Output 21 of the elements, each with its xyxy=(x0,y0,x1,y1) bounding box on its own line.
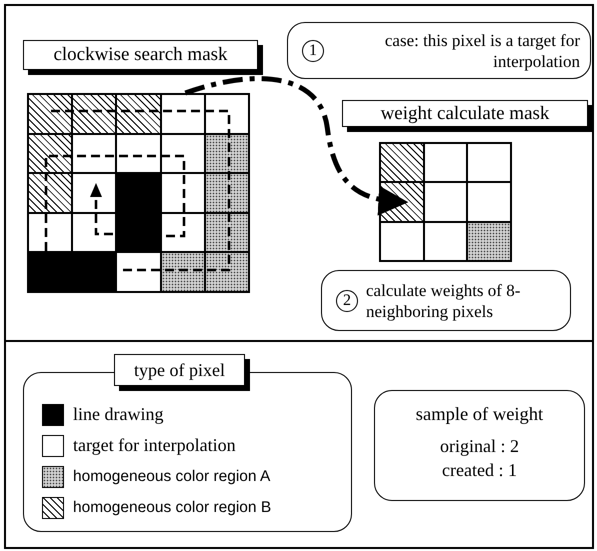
mask-title: clockwise search mask xyxy=(53,44,228,66)
step-text: calculate weights of 8-neighboring pixels xyxy=(366,280,522,322)
step-callout xyxy=(287,22,591,79)
legend-label: homogeneous color region B xyxy=(73,498,272,516)
step-number: 1 xyxy=(302,40,324,62)
pixel-cell xyxy=(424,182,468,222)
mask-title: weight calculate mask xyxy=(380,102,550,124)
step-number: 2 xyxy=(336,290,358,312)
legend-label: target for interpolation xyxy=(73,435,236,456)
step-callout xyxy=(321,270,571,331)
dash-dot-arrow xyxy=(184,76,408,216)
legend-label: homogeneous color region A xyxy=(73,468,270,486)
weight-value: original : 2 xyxy=(440,435,519,458)
weight-sample-box xyxy=(374,390,585,501)
sample-heading: sample of weight xyxy=(416,405,544,426)
legend-label: line drawing xyxy=(73,404,164,425)
pixel-grid xyxy=(379,142,512,262)
pixel-cell xyxy=(160,94,205,134)
step-text: case: this pixel is a target for interpolation xyxy=(384,30,580,72)
pixel-grid xyxy=(27,93,250,293)
weight-value: created : 1 xyxy=(442,459,517,482)
